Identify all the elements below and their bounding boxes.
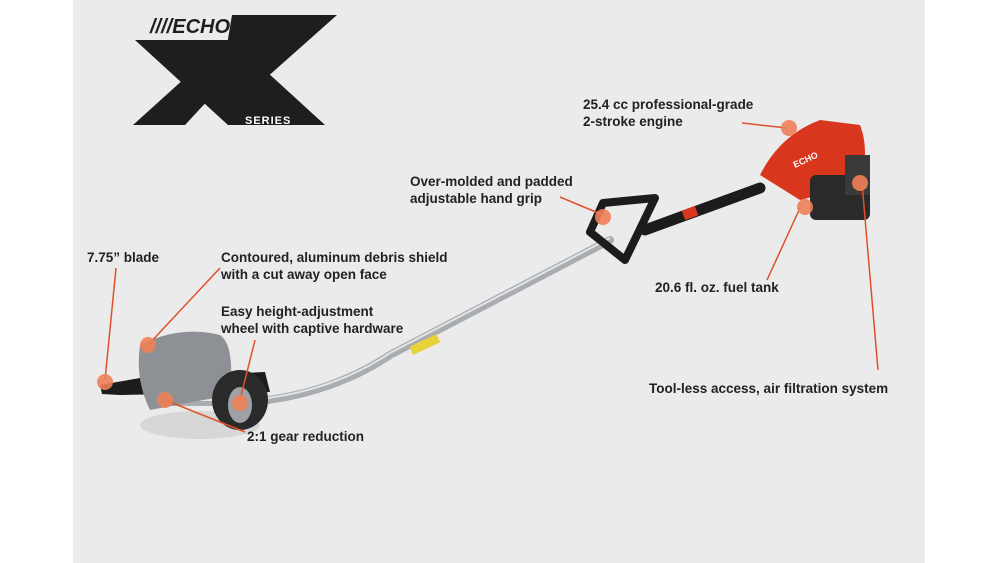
callout-blade: 7.75” blade [87,249,159,266]
callout-wheel: Easy height-adjustment wheel with captiv… [221,303,403,337]
callout-text: 7.75” blade [87,250,160,265]
leader-lines [104,122,879,433]
callout-fuel: 20.6 fl. oz. fuel tank [655,279,779,296]
callout-shield: Contoured, aluminum debris shield with a… [221,249,448,283]
callout-gear: 2:1 gear reduction [247,428,364,445]
edger-head [100,331,270,439]
echo-x-series-logo: ////ECHO SERIES [133,15,337,127]
svg-text:////ECHO: ////ECHO [149,16,230,38]
callout-text: adjustable hand grip [410,191,543,206]
callout-text: wheel with captive hardware [221,321,404,336]
callout-text: Over-molded and padded [410,174,573,189]
svg-text:SERIES: SERIES [245,115,291,127]
callout-text: Tool-less access, air filtration system [649,381,889,396]
callout-text: 25.4 cc professional-grade [583,97,754,112]
callout-dots [97,120,868,411]
callout-grip: Over-molded and padded adjustable hand g… [410,173,573,207]
callout-text: Contoured, aluminum debris shield [221,250,448,265]
callout-text: with a cut away open face [221,267,387,282]
callout-text: Easy height-adjustment [221,304,374,319]
callout-text: 2-stroke engine [583,114,683,129]
callout-text: 2:1 gear reduction [247,429,365,444]
callout-text: 20.6 fl. oz. fuel tank [655,280,779,295]
callout-engine: 25.4 cc professional-grade 2-stroke engi… [583,96,753,130]
callout-filter: Tool-less access, air filtration system [649,380,888,397]
engine: ECHO [760,120,870,220]
